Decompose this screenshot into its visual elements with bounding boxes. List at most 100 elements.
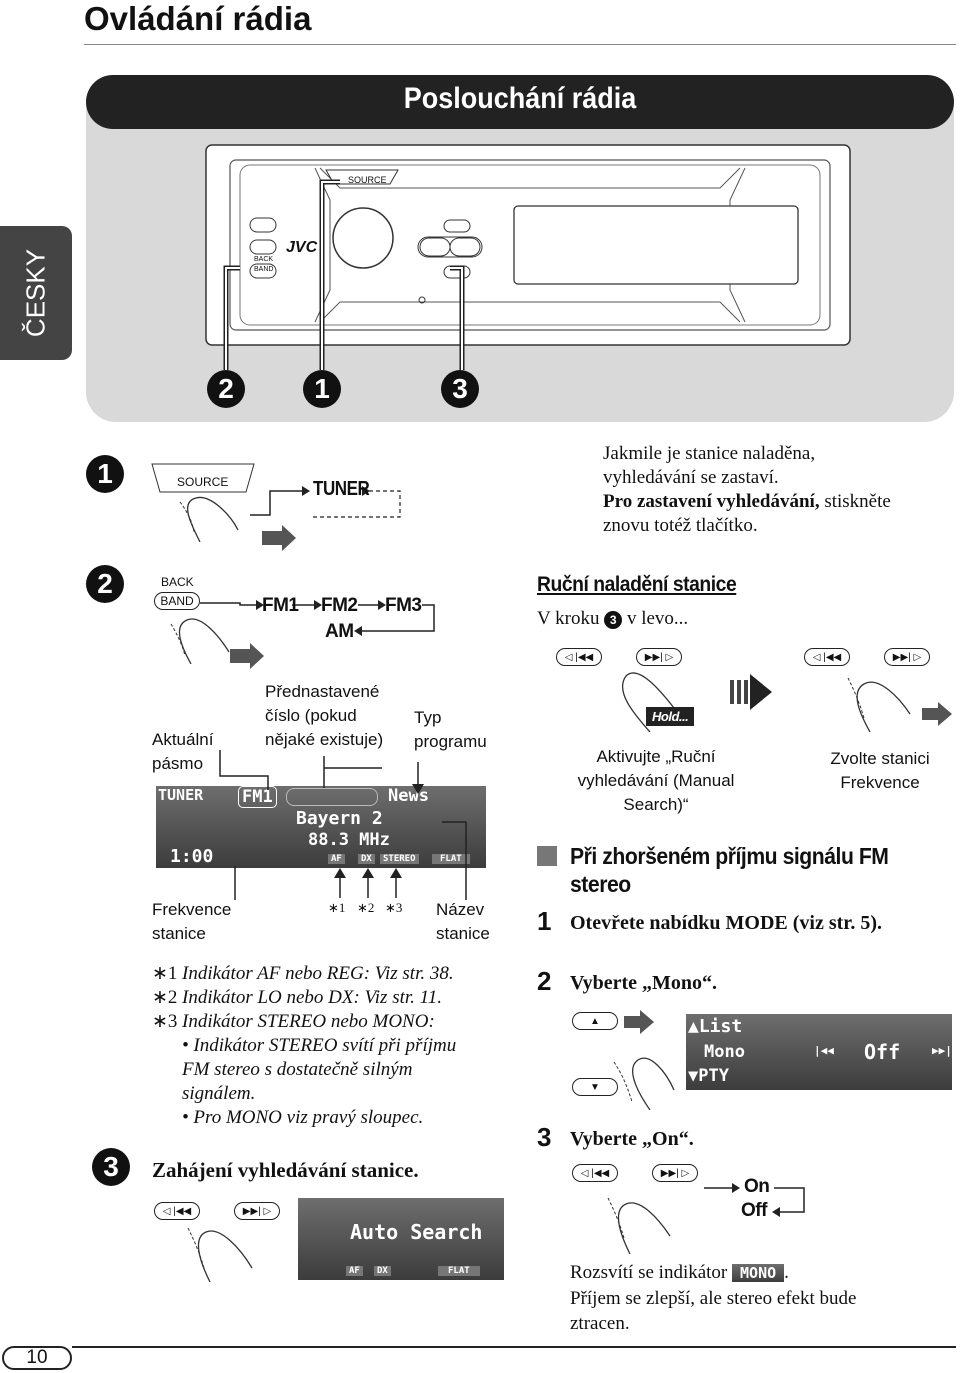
menu-item-pty: ▼PTY <box>688 1066 729 1086</box>
footer-rule <box>72 1346 956 1348</box>
menu-item-list: ▲List <box>688 1016 743 1037</box>
car-stereo-faceplate <box>205 144 851 346</box>
section-banner-title: Poslouchání rádia <box>403 82 637 115</box>
source-button-label: SOURCE <box>348 175 387 185</box>
label-station-name: Název stanice <box>436 900 490 943</box>
up-button[interactable]: ▲ <box>572 1012 618 1030</box>
manual-next-button[interactable]: ▶▶| ▷ <box>636 648 682 666</box>
label-current-band: Aktuální pásmo <box>152 730 214 773</box>
manual-step-text: V kroku 3 v levo... <box>537 608 689 629</box>
menu-rewind-icon: |◀◀ <box>814 1044 834 1057</box>
weak-step3-number: 3 <box>537 1122 552 1152</box>
press-arrow-icon <box>262 525 296 551</box>
mode-menu-lcd: ▲List Mono |◀◀ Off ▶▶| ▼PTY <box>686 1014 952 1090</box>
weak-signal-heading: Při zhoršeném příjmu signálu FM stereo <box>570 843 889 897</box>
band-fm3: FM3 <box>385 595 422 616</box>
on-finger-icon <box>607 1197 671 1254</box>
on-label: On <box>744 1176 770 1197</box>
lcd-tuner: TUNER <box>158 786 204 804</box>
callout-3: 3 <box>441 370 479 408</box>
activate-manual-caption: Aktivujte „Ruční vyhledávání (Manual Sea… <box>577 747 735 814</box>
title-rule <box>84 44 956 45</box>
label-frequency: Frekvence stanice <box>152 900 232 943</box>
menu-item-mono: Mono <box>704 1042 745 1062</box>
page-number-tab <box>2 1346 72 1370</box>
display-leader-lines <box>219 750 467 900</box>
lcd-dx: DX <box>358 854 375 864</box>
step3-finger-icon <box>187 1227 253 1282</box>
weak-step2-number: 2 <box>537 966 552 996</box>
band-fm1: FM1 <box>262 595 299 616</box>
press-arrow-icon <box>230 643 264 669</box>
footnote-bullet-2: • Pro MONO viz pravý sloupec. <box>182 1107 424 1128</box>
select-next-button[interactable]: ▶▶| ▷ <box>884 648 930 666</box>
step1-number: 1 <box>86 455 124 493</box>
lcd-af: AF <box>328 854 345 864</box>
prev-button[interactable]: ◁ |◀◀ <box>154 1202 200 1220</box>
down-button[interactable]: ▼ <box>572 1078 618 1096</box>
band-label: BAND <box>254 266 274 273</box>
marker-3: ∗3 <box>385 900 403 915</box>
step2-back-label: BACK <box>161 575 194 589</box>
step1-source-label: SOURCE <box>177 475 229 489</box>
lcd-stereo: STEREO <box>380 854 419 864</box>
band-button[interactable]: BAND <box>154 592 200 610</box>
step3-heading: Zahájení vyhledávání stanice. <box>152 1158 419 1182</box>
weak-signal-marker <box>537 846 557 866</box>
label-preset-number: Přednastavené číslo (pokud nějaké existu… <box>265 682 384 749</box>
select-prev-button[interactable]: ◁ |◀◀ <box>804 648 850 666</box>
callout-2: 2 <box>207 370 245 408</box>
lcd-flat: FLAT <box>432 854 470 864</box>
lcd-band: FM1 <box>238 786 277 808</box>
off-label: Off <box>741 1200 767 1221</box>
hold-label: Hold... <box>646 707 695 726</box>
lcd-clock: 1:00 <box>170 846 214 867</box>
step2-flow-arrows <box>200 600 435 636</box>
label-program-type: Typ programu <box>414 708 487 751</box>
jvc-logo: JVC <box>286 239 318 256</box>
step1-tuner-label: TUNER <box>312 478 370 500</box>
footnote-bullet-1: • Indikátor STEREO svítí při příjmu FM s… <box>182 1035 457 1104</box>
step1-flow-arrows <box>250 486 401 518</box>
section-banner <box>86 75 954 129</box>
language-tab <box>0 226 72 360</box>
step2-band-label: BAND <box>160 594 194 608</box>
menu-value-off: Off <box>864 1040 901 1064</box>
marker-1: ∗1 <box>328 900 346 915</box>
step3-number: 3 <box>92 1148 130 1186</box>
on-prev-button[interactable]: ◁ |◀◀ <box>572 1164 618 1182</box>
band-fm2: FM2 <box>321 595 358 616</box>
next-button[interactable]: ▶▶| ▷ <box>234 1202 280 1220</box>
select-station-caption: Zvolte stanici Frekvence <box>830 749 930 792</box>
lcd-preset-slot <box>286 788 378 806</box>
radio-lcd-display: TUNER FM1 News Bayern 2 88.3 MHz 1:00 AF… <box>156 786 486 868</box>
manual-prev-button[interactable]: ◁ |◀◀ <box>556 648 602 666</box>
menu-forward-icon: ▶▶| <box>932 1044 952 1057</box>
page-number: 10 <box>26 1347 48 1368</box>
callout-lines <box>223 179 465 370</box>
select-finger-icon <box>847 677 952 732</box>
step-arrow-icon <box>730 674 772 710</box>
result-text: Rozsvítí se indikátor MONO. Příjem se zl… <box>570 1262 857 1334</box>
auto-search-af: AF <box>346 1266 363 1276</box>
callout-1: 1 <box>303 370 341 408</box>
mono-finger-icon <box>613 1010 675 1110</box>
auto-search-text: Auto Search <box>350 1220 483 1244</box>
on-next-button[interactable]: ▶▶| ▷ <box>652 1164 698 1182</box>
source-button-illustration <box>151 463 255 542</box>
band-finger-icon <box>170 618 230 664</box>
weak-step2-text: Vyberte „Mono“. <box>570 972 718 994</box>
auto-search-dx: DX <box>374 1266 391 1276</box>
marker-2: ∗2 <box>357 900 375 915</box>
auto-search-flat: FLAT <box>438 1266 480 1276</box>
band-am: AM <box>325 621 354 642</box>
step2-number: 2 <box>86 565 124 603</box>
page-title: Ovládání rádia <box>84 0 312 37</box>
back-label: BACK <box>254 256 274 263</box>
weak-step3-text: Vyberte „On“. <box>570 1128 694 1150</box>
intro-text: Jakmile je stanice naladěna, vyhledávání… <box>603 443 891 536</box>
